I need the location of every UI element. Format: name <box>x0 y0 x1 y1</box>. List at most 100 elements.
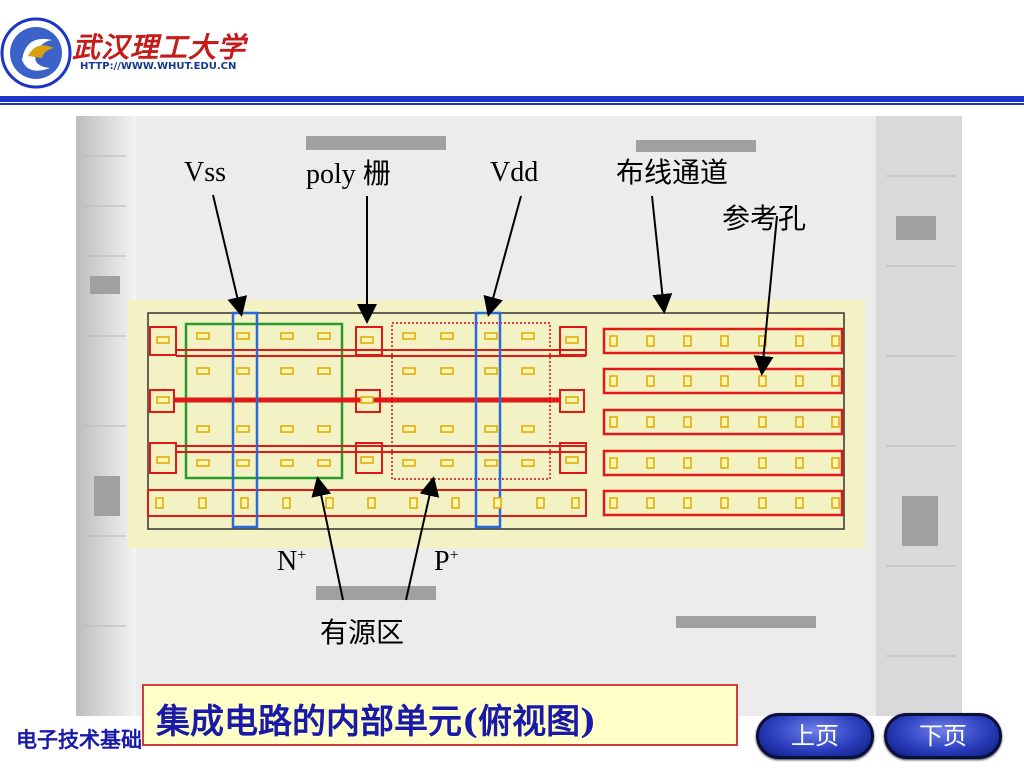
reference-hole <box>646 375 655 387</box>
terminal-contact <box>156 456 170 464</box>
contact-hole <box>280 425 294 433</box>
contact-hole <box>521 367 535 375</box>
reference-hole <box>609 335 618 347</box>
next-page-button[interactable]: 下页 <box>884 713 1002 759</box>
reference-hole <box>831 416 840 428</box>
contact-hole <box>440 459 454 467</box>
header: 武汉理工大学 HTTP://WWW.WHUT.EDU.CN <box>0 0 1024 110</box>
contact-hole <box>236 425 250 433</box>
reference-hole <box>609 497 618 509</box>
contact-hole <box>493 497 502 509</box>
ref-hole-arrow <box>753 215 778 376</box>
reference-hole <box>795 457 804 469</box>
contact-hole <box>409 497 418 509</box>
contact-hole <box>240 497 249 509</box>
contact-hole <box>317 367 331 375</box>
contact-hole <box>521 459 535 467</box>
reference-hole <box>683 416 692 428</box>
terminal-contact <box>360 456 374 464</box>
terminal-contact <box>565 336 579 344</box>
label-active-area: 有源区 <box>320 617 404 649</box>
contact-hole <box>282 497 291 509</box>
contact-hole <box>521 332 535 340</box>
contact-hole <box>196 367 210 375</box>
reference-hole <box>758 416 767 428</box>
reference-hole <box>795 497 804 509</box>
label-p-plus: P+ <box>434 546 459 577</box>
caption-title: 集成电路的内部单元(俯视图) <box>156 702 597 742</box>
contact-hole <box>196 332 210 340</box>
contact-hole <box>571 497 580 509</box>
terminal-contact <box>360 396 374 404</box>
contact-hole <box>236 459 250 467</box>
contact-hole <box>196 459 210 467</box>
reference-hole <box>795 416 804 428</box>
reference-hole <box>683 375 692 387</box>
contact-hole <box>367 497 376 509</box>
reference-hole <box>646 335 655 347</box>
contact-hole <box>236 332 250 340</box>
terminal-contact <box>156 336 170 344</box>
university-logo <box>0 17 72 89</box>
reference-hole <box>831 375 840 387</box>
contact-hole <box>280 459 294 467</box>
reference-hole <box>720 497 729 509</box>
contact-hole <box>440 332 454 340</box>
contact-hole <box>484 332 498 340</box>
label-poly: poly 栅 <box>306 158 391 190</box>
reference-hole <box>831 497 840 509</box>
contact-hole <box>280 332 294 340</box>
contact-hole <box>325 497 334 509</box>
contact-hole <box>402 332 416 340</box>
reference-hole <box>758 457 767 469</box>
contact-hole <box>236 367 250 375</box>
terminal-contact <box>565 456 579 464</box>
reference-hole <box>831 335 840 347</box>
contact-hole <box>484 459 498 467</box>
terminal-contact <box>360 336 374 344</box>
reference-hole <box>720 416 729 428</box>
contact-hole <box>521 425 535 433</box>
reference-hole <box>646 416 655 428</box>
reference-hole <box>720 457 729 469</box>
routing-channels <box>602 327 844 517</box>
terminal-contact <box>156 396 170 404</box>
reference-hole <box>720 335 729 347</box>
vdd-arrow <box>483 195 522 317</box>
reference-hole <box>609 457 618 469</box>
footer-course-title: 电子技术基础 <box>16 727 142 752</box>
contact-holes <box>155 332 840 509</box>
contact-hole <box>484 367 498 375</box>
header-divider <box>0 96 1024 102</box>
reference-hole <box>758 497 767 509</box>
prev-page-button[interactable]: 上页 <box>756 713 874 759</box>
reference-hole <box>683 335 692 347</box>
contact-hole <box>155 497 164 509</box>
active-arrow-n <box>311 476 344 601</box>
caption-box: 集成电路的内部单元(俯视图) <box>142 684 738 746</box>
label-reference-hole: 参考孔 <box>722 203 806 235</box>
reference-hole <box>683 497 692 509</box>
contact-hole <box>198 497 207 509</box>
reference-hole <box>795 375 804 387</box>
university-url[interactable]: HTTP://WWW.WHUT.EDU.CN <box>80 61 237 72</box>
vss-arrow <box>212 194 248 317</box>
contact-hole <box>440 367 454 375</box>
reference-hole <box>646 457 655 469</box>
reference-hole <box>646 497 655 509</box>
contact-hole <box>317 425 331 433</box>
contact-hole <box>196 425 210 433</box>
reference-hole <box>758 335 767 347</box>
header-divider-thin <box>0 103 1024 105</box>
label-routing-channel: 布线通道 <box>616 157 728 189</box>
reference-hole <box>720 375 729 387</box>
contact-hole <box>317 459 331 467</box>
contact-hole <box>317 332 331 340</box>
active-arrow-p <box>405 476 440 601</box>
label-vdd: Vdd <box>490 157 538 188</box>
contact-hole <box>484 425 498 433</box>
reference-hole <box>609 416 618 428</box>
reference-hole <box>831 457 840 469</box>
label-n-plus: N+ <box>277 546 306 577</box>
